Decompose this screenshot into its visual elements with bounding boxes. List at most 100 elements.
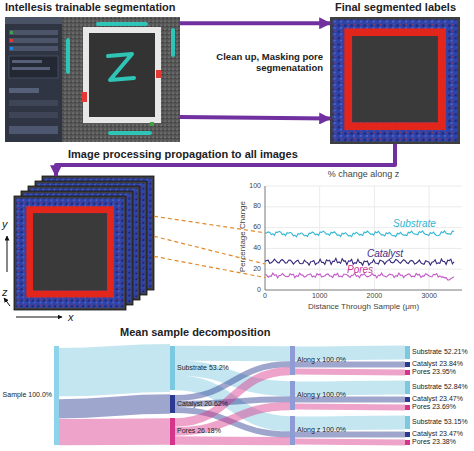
flow-band: [175, 371, 290, 422]
process-arrow: [180, 21, 330, 25]
axis-name: y: [2, 218, 8, 231]
image-stack-layers: [14, 196, 126, 310]
leader-line: [154, 236, 265, 264]
sankey-node: Pores 23.69%: [405, 405, 410, 410]
sankey-node: Substrate 53.15%: [405, 416, 410, 429]
flow-band: [175, 436, 290, 445]
panel-heading: Intellesis trainable segmentation: [5, 1, 176, 14]
tick-label: 0: [246, 286, 261, 294]
axis-name: x: [68, 311, 74, 324]
flow-band: [295, 439, 405, 446]
data-curve: [265, 231, 454, 237]
leader-line: [154, 216, 265, 233]
flow-band: [59, 418, 170, 445]
node-label: Substrate 52.84%: [412, 383, 468, 391]
axis-arrow: [7, 236, 8, 272]
software-screenshot: [82, 92, 87, 102]
axis-title: Distance Through Sample (μm): [265, 302, 462, 311]
chart-title: % change along z: [265, 169, 462, 179]
flow-band: [59, 404, 170, 409]
segmented-image: [330, 17, 460, 144]
tick-label: 60: [246, 223, 261, 231]
node-label: Along x 100.0%: [297, 356, 346, 364]
software-screenshot: [5, 17, 62, 24]
image-stack: yzx: [14, 176, 154, 310]
sankey-node: Substrate 52.84%: [405, 381, 410, 394]
tick-label: 2000: [359, 292, 389, 300]
data-curve: [265, 231, 454, 280]
software-screenshot: [10, 31, 13, 34]
sankey-node: Pores 23.95%: [405, 370, 410, 375]
software-screenshot: [86, 30, 158, 120]
segmented-image: [330, 17, 460, 144]
panel-heading: Final segmented labels: [335, 1, 456, 14]
flow-band: [175, 383, 290, 424]
sankey-node: Along x 100.0%: [290, 346, 295, 375]
sankey-node: Catalyst 23.47%: [405, 432, 410, 437]
software-screenshot: [150, 122, 154, 126]
node-label: Catalyst 23.84%: [412, 360, 463, 368]
sankey-node: Pores 26.18%: [170, 418, 175, 445]
flow-band: [295, 404, 405, 411]
software-screenshot: [9, 100, 58, 106]
software-screenshot: [68, 24, 173, 133]
node-label: Pores 23.38%: [412, 438, 456, 446]
axis-arrow: [4, 236, 62, 317]
software-screenshot: [10, 39, 13, 42]
axis-title: Percentage Change: [238, 187, 247, 287]
node-label: Catalyst 23.47%: [412, 430, 463, 438]
software-screenshot: [9, 88, 39, 93]
software-screenshot: [5, 17, 180, 142]
software-screenshot: [9, 126, 58, 134]
axis-arrow: [16, 317, 62, 318]
tick-label: 0: [250, 292, 280, 300]
sankey-node: Sample 100.0%: [54, 346, 59, 445]
software-screenshot: [9, 112, 58, 118]
image-stack-layers: [14, 196, 126, 310]
section-heading: Mean sample decomposition: [120, 326, 270, 339]
screenshot-panel: Intellesis trainable segmentation: [5, 17, 180, 142]
sankey-node: Substrate 53.2%: [170, 346, 175, 390]
chart-frame: [265, 186, 462, 290]
software-screenshot: [5, 17, 62, 142]
image-stack-layers: [14, 176, 154, 310]
node-label: Sample 100.0%: [2, 391, 52, 399]
step-label: Clean up, Masking pore segmenatation: [188, 52, 323, 74]
node-label: Substrate 52.21%: [412, 348, 468, 356]
series-label: Substrate: [393, 218, 436, 230]
leader-line: [154, 256, 265, 277]
node-label: Pores 23.95%: [412, 368, 456, 376]
software-screenshot: [5, 17, 180, 142]
software-screenshot: [9, 46, 58, 51]
axis-arrow: [4, 298, 10, 306]
software-screenshot: [62, 17, 180, 142]
sankey-node: Catalyst 20.62%: [170, 395, 175, 413]
tick-label: 1000: [305, 292, 335, 300]
flow-band: [295, 423, 405, 424]
software-screenshot: [12, 67, 50, 70]
node-label: Pores 26.18%: [177, 427, 221, 435]
software-screenshot: [12, 60, 42, 63]
sankey-node: Pores 23.38%: [405, 440, 410, 445]
flow-band: [295, 388, 405, 389]
step-label: Image processing propagation to all imag…: [68, 148, 298, 161]
axis-name: z: [2, 286, 8, 299]
tick-label: 40: [246, 244, 261, 252]
node-label: Pores 23.69%: [412, 403, 456, 411]
node-label: Catalyst 20.62%: [177, 400, 228, 408]
tick-label: 20: [246, 265, 261, 273]
flow-band: [295, 369, 405, 376]
tick-label: 100: [246, 182, 261, 190]
tick-label: 80: [246, 202, 261, 210]
flow-band: [175, 364, 290, 398]
sankey-node: Along z 100.0%: [290, 416, 295, 445]
sankey-node: Along y 100.0%: [290, 381, 295, 410]
chart-frame: [265, 186, 462, 290]
sankey-node: Catalyst 23.84%: [405, 362, 410, 367]
sankey-node: Substrate 52.21%: [405, 346, 410, 359]
node-label: Substrate 53.2%: [177, 364, 229, 372]
node-label: Along y 100.0%: [297, 391, 346, 399]
software-screenshot: [9, 30, 58, 35]
line-chart: % change along zPercentage ChangeDistanc…: [265, 186, 462, 290]
flow-band: [175, 368, 290, 389]
